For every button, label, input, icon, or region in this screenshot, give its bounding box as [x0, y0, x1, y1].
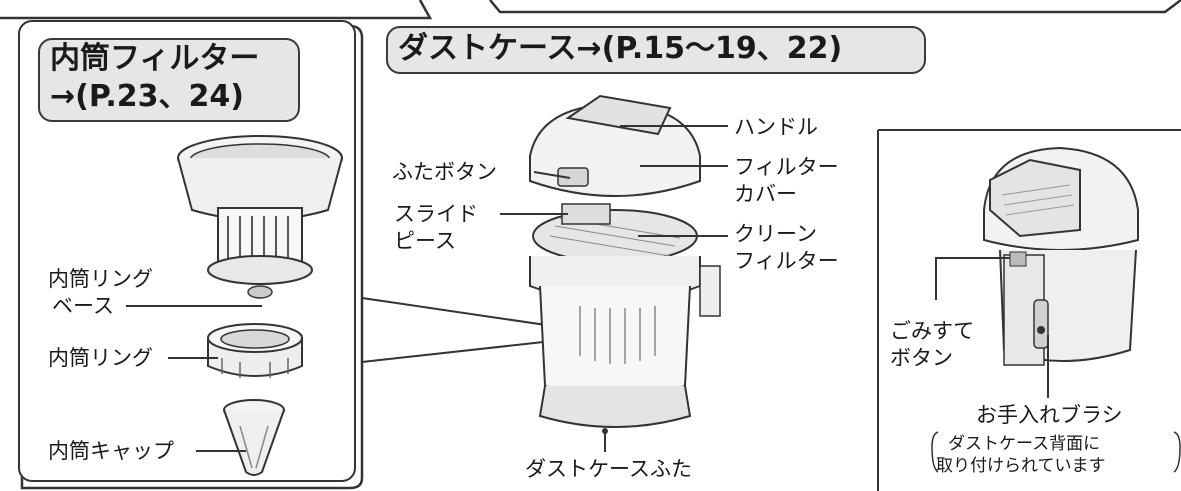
inner-filter-title-line1: 内筒フィルター [50, 41, 260, 76]
dust-case-illustration [529, 94, 721, 434]
inner-ring-base-illustration [177, 135, 343, 299]
ring-label: 内筒リング [48, 346, 153, 370]
inner-cap-illustration [223, 399, 285, 476]
ring-base-label-line2: ベース [52, 294, 114, 318]
ring-base-label-line1: 内筒リング [48, 267, 153, 291]
rear-view-illustration [983, 146, 1139, 366]
rear-view-leaders [931, 257, 1181, 473]
clean-filter-label-line1: クリーン [734, 222, 817, 246]
dump-button-label-line1: ごみすて [890, 319, 975, 343]
inner-filter-title-line2: →(P.23、24) [50, 79, 244, 114]
dump-button-label-line2: ボタン [890, 346, 953, 370]
clean-filter-label-line2: フィルター [734, 249, 839, 273]
filter-cover-label-line1: フィルター [734, 155, 839, 179]
dust-case-title: ダストケース→(P.15〜19、22) [386, 26, 926, 74]
slide-piece-label-line1: スライド [394, 202, 478, 226]
slide-piece-label-line2: ピース [394, 229, 456, 253]
cap-label: 内筒キャップ [48, 439, 174, 463]
dust-case-lid-label: ダストケースふた [525, 457, 692, 481]
inner-ring-illustration [207, 323, 303, 378]
inner-panel-leaders [126, 305, 262, 452]
inner-filter-title: 内筒フィルター →(P.23、24) [38, 38, 300, 122]
handle-label: ハンドル [734, 115, 818, 139]
dust-case-leaders [500, 125, 728, 452]
brush-note-line1: ダストケース背面に [948, 434, 1101, 454]
brush-label: お手入れブラシ [976, 403, 1123, 427]
filter-cover-label-line2: カバー [734, 182, 797, 206]
lid-button-label: ふたボタン [392, 160, 497, 184]
brush-note-line2: 取り付けられています [936, 456, 1106, 476]
